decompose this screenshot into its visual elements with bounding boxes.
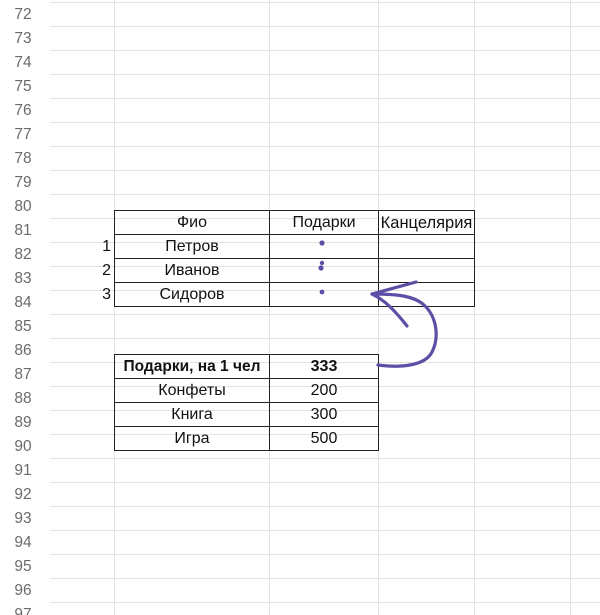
- name-cell[interactable]: Петров: [165, 238, 219, 255]
- row-gridline: [50, 338, 600, 339]
- header-podarki[interactable]: Подарки: [292, 214, 356, 231]
- ink-curve: [370, 292, 438, 368]
- name-cell[interactable]: Иванов: [164, 262, 220, 279]
- row-number[interactable]: 74: [14, 54, 32, 71]
- row-gridline: [50, 2, 600, 3]
- gift-item-label[interactable]: Книга: [171, 406, 213, 423]
- gift-item-label[interactable]: Игра: [174, 430, 210, 447]
- gifts-per-person-value[interactable]: 333: [310, 358, 338, 375]
- row-gridline: [50, 218, 600, 219]
- row-number[interactable]: 90: [14, 438, 32, 455]
- table2-border: [114, 378, 379, 379]
- row-gridline: [50, 578, 600, 579]
- row-gridline: [50, 314, 600, 315]
- row-index-cell[interactable]: 1: [102, 238, 111, 255]
- row-gridline: [50, 410, 600, 411]
- row-gridline: [50, 362, 600, 363]
- table1-border: [114, 306, 475, 307]
- table2-border: [269, 354, 270, 451]
- row-gridline: [50, 290, 600, 291]
- row-gridline: [50, 434, 600, 435]
- ink-dot: [319, 260, 325, 266]
- table1-border: [269, 210, 270, 307]
- row-gridline: [50, 98, 600, 99]
- row-index-cell[interactable]: 3: [102, 286, 111, 303]
- gift-item-value[interactable]: 200: [310, 382, 338, 399]
- row-gridline: [50, 146, 600, 147]
- row-gridline: [50, 602, 600, 603]
- column-gridline: [269, 0, 270, 615]
- row-number[interactable]: 83: [14, 270, 32, 287]
- row-number[interactable]: 92: [14, 486, 32, 503]
- row-number[interactable]: 85: [14, 318, 32, 335]
- row-gridline: [50, 170, 600, 171]
- name-cell[interactable]: Сидоров: [159, 286, 225, 303]
- column-gridline: [378, 0, 379, 615]
- row-number[interactable]: 86: [14, 342, 32, 359]
- row-number[interactable]: 96: [14, 582, 32, 599]
- row-gridline: [50, 122, 600, 123]
- gift-item-label[interactable]: Конфеты: [158, 382, 226, 399]
- row-number[interactable]: 72: [14, 6, 32, 23]
- table1-border: [114, 210, 475, 211]
- row-number[interactable]: 76: [14, 102, 32, 119]
- row-number[interactable]: 77: [14, 126, 32, 143]
- table1-border: [114, 282, 475, 283]
- table1-border: [114, 258, 475, 259]
- header-fio[interactable]: Фио: [177, 214, 207, 231]
- row-gridline: [50, 386, 600, 387]
- header-kantselyariya[interactable]: Канцелярия: [380, 214, 473, 232]
- row-gridline: [50, 554, 600, 555]
- gifts-per-person-label[interactable]: Подарки, на 1 чел: [123, 358, 261, 375]
- row-number[interactable]: 95: [14, 558, 32, 575]
- table2-border: [114, 354, 379, 355]
- gift-item-value[interactable]: 300: [310, 406, 338, 423]
- table1-border: [378, 210, 379, 307]
- row-gridline: [50, 530, 600, 531]
- table2-border: [114, 354, 115, 451]
- row-gridline: [50, 458, 600, 459]
- row-gridline: [50, 506, 600, 507]
- row-number[interactable]: 75: [14, 78, 32, 95]
- row-header-column: 72 73 74 75 76 77 78 79 80 81 82 83 84 85 86 87 88 89 90 91…: [0, 0, 50, 615]
- row-gridline: [50, 26, 600, 27]
- row-gridline: [50, 50, 600, 51]
- row-number[interactable]: 82: [14, 246, 32, 263]
- row-number[interactable]: 93: [14, 510, 32, 527]
- row-number[interactable]: 84: [14, 294, 32, 311]
- row-number[interactable]: 97: [14, 606, 32, 615]
- row-number[interactable]: 87: [14, 366, 32, 383]
- row-number[interactable]: 91: [14, 462, 32, 479]
- row-number[interactable]: 88: [14, 390, 32, 407]
- table1-border: [114, 234, 475, 235]
- row-number[interactable]: 78: [14, 150, 32, 167]
- table1-border: [474, 210, 475, 307]
- row-index-cell[interactable]: 2: [102, 262, 111, 279]
- row-number[interactable]: 79: [14, 174, 32, 191]
- row-number[interactable]: 89: [14, 414, 32, 431]
- table2-border: [114, 402, 379, 403]
- row-number[interactable]: 81: [14, 222, 32, 239]
- table2-border: [378, 354, 379, 451]
- row-gridline: [50, 242, 600, 243]
- table2-border: [114, 426, 379, 427]
- table1-border: [114, 210, 115, 307]
- column-gridline: [570, 0, 571, 615]
- row-gridline: [50, 482, 600, 483]
- row-number[interactable]: 73: [14, 30, 32, 47]
- row-gridline: [50, 266, 600, 267]
- row-gridline: [50, 194, 600, 195]
- gift-item-value[interactable]: 500: [310, 430, 338, 447]
- row-number[interactable]: 94: [14, 534, 32, 551]
- column-gridline: [474, 0, 475, 615]
- table2-border: [114, 450, 379, 451]
- row-number[interactable]: 80: [14, 198, 32, 215]
- column-gridline: [114, 0, 115, 615]
- row-gridline: [50, 74, 600, 75]
